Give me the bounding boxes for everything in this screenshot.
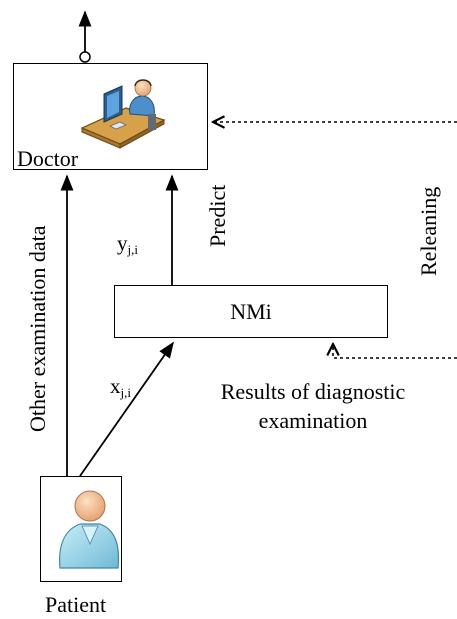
- y-var: y: [117, 231, 128, 255]
- patient-person-icon: [59, 490, 120, 569]
- patient-to-nm-arrow: [79, 341, 174, 477]
- doctor-label: Doctor: [17, 146, 79, 171]
- doctor-at-computer-icon: [80, 79, 166, 149]
- x-sub: j,i: [120, 385, 131, 400]
- y-sub: j,i: [127, 242, 138, 257]
- releaning-label: Releaning: [416, 186, 441, 276]
- x-var: x: [110, 374, 121, 398]
- x-variable-label: xj,i: [110, 374, 131, 400]
- patient-label: Patient: [45, 592, 107, 617]
- doctor-output-node: [79, 51, 91, 63]
- results-line-2: examination: [258, 407, 368, 433]
- y-variable-label: yj,i: [117, 231, 138, 257]
- results-feedback-line: [333, 344, 457, 359]
- results-label: Results of diagnostic examination: [190, 378, 436, 435]
- other-examination-label: Other examination data: [25, 225, 50, 432]
- patient-box: [40, 476, 122, 582]
- nm-label: NMi: [230, 298, 272, 324]
- predict-label: Predict: [205, 184, 230, 247]
- results-line-1: Results of diagnostic: [220, 379, 406, 404]
- nm-box: NMi: [114, 285, 388, 338]
- doctor-box: Doctor: [13, 63, 208, 170]
